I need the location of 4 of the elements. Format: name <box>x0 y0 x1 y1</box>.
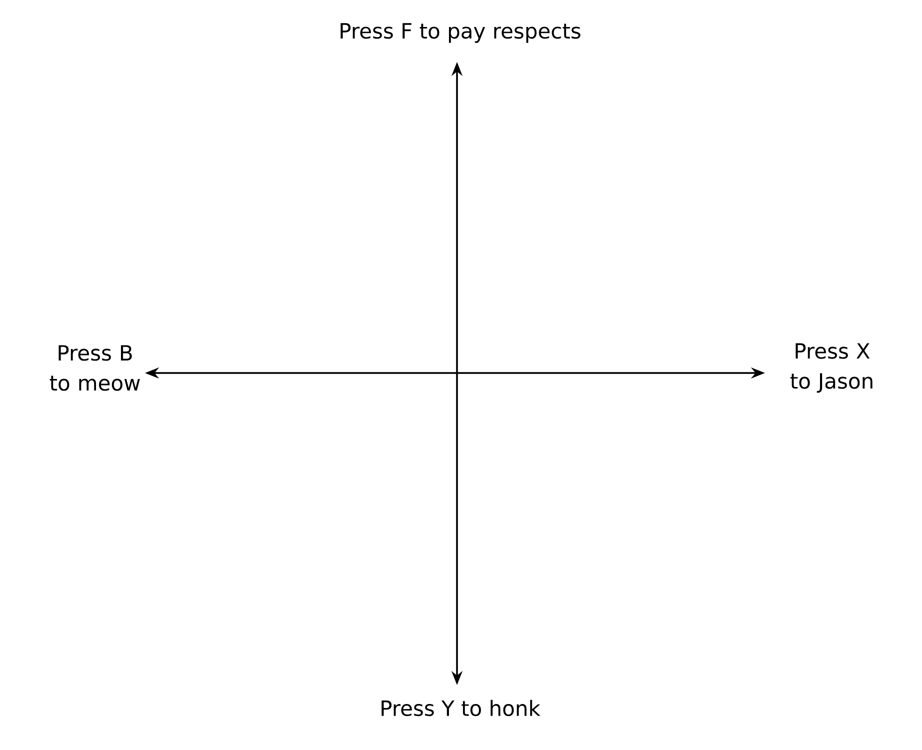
axis-label: Press X to Jason <box>790 343 872 393</box>
axis-label: Press B to meow <box>50 345 140 391</box>
axis-label: Press F to pay respects <box>340 23 580 43</box>
axis-label: Press Y to honk <box>382 700 540 716</box>
